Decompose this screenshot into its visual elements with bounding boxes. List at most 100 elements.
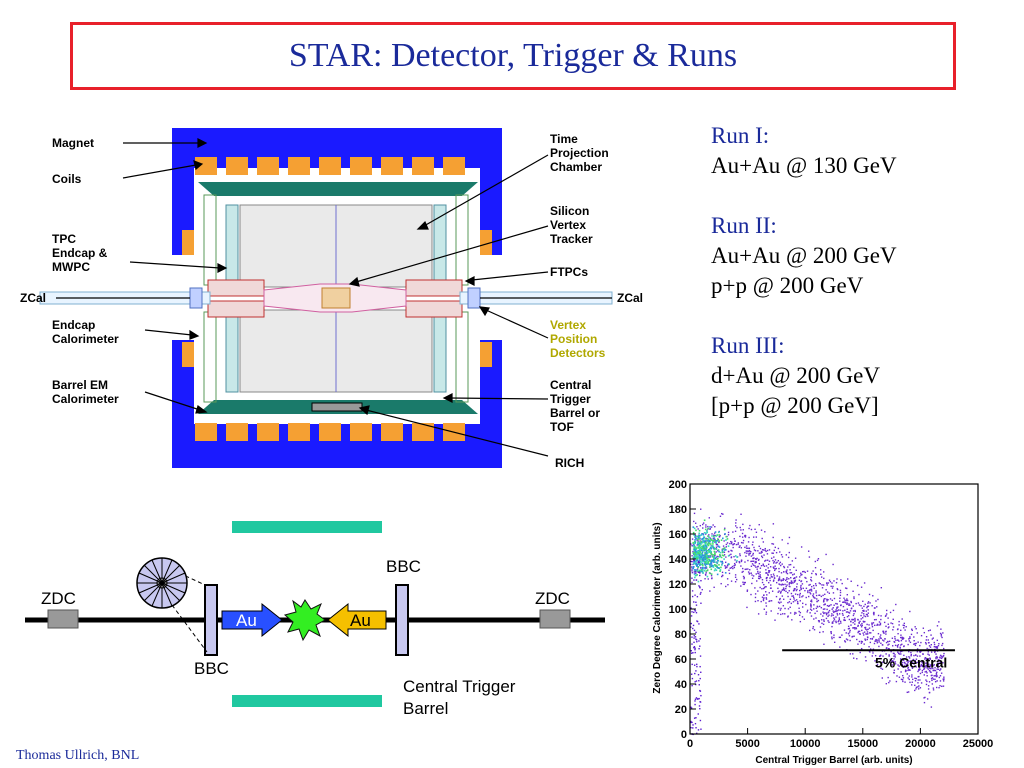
scatter-point (742, 575, 745, 578)
scatter-point (875, 600, 877, 602)
scatter-point (823, 598, 826, 600)
scatter-point-tail (695, 670, 697, 672)
scatter-point (850, 580, 852, 582)
scatter-point-tail (696, 595, 699, 598)
scatter-point (930, 667, 932, 670)
scatter-point (860, 605, 862, 607)
scatter-point (936, 657, 939, 659)
scatter-point-dense (699, 555, 701, 557)
scatter-point (802, 570, 804, 573)
scatter-point (801, 583, 804, 585)
scatter-point (753, 557, 755, 559)
scatter-point (780, 572, 783, 574)
scatter-point (865, 660, 867, 662)
scatter-point-tail (698, 679, 700, 682)
scatter-point (802, 587, 804, 590)
scatter-point (783, 578, 785, 581)
scatter-point (715, 546, 718, 548)
scatter-point (838, 636, 841, 639)
scatter-point (806, 609, 809, 612)
scatter-point (846, 599, 848, 601)
scatter-point-dense (701, 547, 704, 549)
scatter-point (733, 562, 736, 565)
coils (195, 157, 465, 441)
scatter-point (780, 554, 783, 556)
scatter-point (773, 561, 776, 563)
scatter-point-dense (717, 549, 720, 551)
scatter-point (877, 614, 880, 617)
scatter-point (911, 674, 913, 676)
scatter-point (892, 661, 894, 664)
scatter-point (902, 638, 904, 640)
scatter-point (771, 576, 773, 578)
scatter-point (738, 546, 740, 548)
scatter-point (905, 664, 908, 666)
scatter-point (833, 634, 835, 636)
scatter-point (888, 681, 890, 684)
scatter-point (897, 652, 900, 655)
scatter-point (863, 643, 865, 645)
scatter-point (793, 598, 795, 600)
scatter-point (770, 584, 772, 586)
scatter-point (731, 550, 733, 552)
scatter-point (881, 668, 884, 670)
scatter-point (796, 602, 799, 605)
scatter-point-dense (707, 558, 709, 560)
scatter-point (919, 650, 922, 653)
scatter-point (777, 587, 779, 590)
scatter-point (815, 607, 818, 610)
scatter-point (731, 565, 734, 568)
x-axis-label: Central Trigger Barrel (arb. units) (755, 755, 912, 766)
scatter-point-dense (701, 556, 704, 559)
scatter-point (849, 653, 852, 655)
scatter-point-dense (697, 570, 699, 573)
scatter-point (730, 542, 733, 545)
scatter-point (832, 607, 834, 609)
scatter-point-dense (703, 549, 706, 552)
scatter-point (742, 542, 744, 544)
scatter-point-dense (696, 557, 699, 559)
scatter-point-dense (701, 554, 703, 556)
scatter-point (911, 628, 913, 630)
scatter-point-dense (702, 537, 705, 539)
scatter-point-dense (697, 552, 699, 554)
scatter-point (853, 613, 855, 615)
scatter-point (740, 547, 743, 549)
scatter-point (902, 677, 905, 679)
scatter-point-tail (698, 684, 700, 686)
scatter-point (903, 627, 905, 629)
scatter-point-dense (702, 546, 705, 548)
scatter-point (878, 621, 881, 623)
scatter-point (926, 698, 929, 700)
scatter-point (896, 645, 899, 647)
scatter-point (926, 675, 928, 677)
scatter-point-dense (703, 539, 705, 542)
scatter-point (818, 582, 820, 584)
scatter-point (862, 632, 864, 634)
scatter-point-dense (696, 556, 698, 558)
scatter-point (734, 576, 737, 578)
scatter-point (852, 653, 854, 655)
x-tick-label: 25000 (963, 738, 994, 750)
scatter-point (691, 581, 693, 584)
scatter-point-dense (710, 565, 713, 568)
scatter-point (845, 611, 848, 613)
scatter-point (827, 582, 830, 584)
scatter-point (691, 571, 694, 574)
scatter-point (923, 667, 926, 670)
scatter-point-dense (697, 536, 700, 539)
scatter-point (745, 555, 747, 557)
scatter-point (927, 653, 929, 655)
scatter-point (744, 561, 746, 563)
scatter-point (871, 625, 874, 628)
scatter-point (740, 541, 743, 544)
scatter-point (828, 592, 831, 594)
scatter-point-dense (722, 548, 724, 550)
scatter-point-tail (699, 586, 701, 588)
scatter-point (765, 591, 767, 593)
scatter-point (920, 634, 923, 637)
scatter-point (813, 587, 815, 589)
scatter-point (755, 558, 757, 561)
scatter-point-dense (716, 540, 719, 542)
scatter-point (835, 620, 837, 622)
